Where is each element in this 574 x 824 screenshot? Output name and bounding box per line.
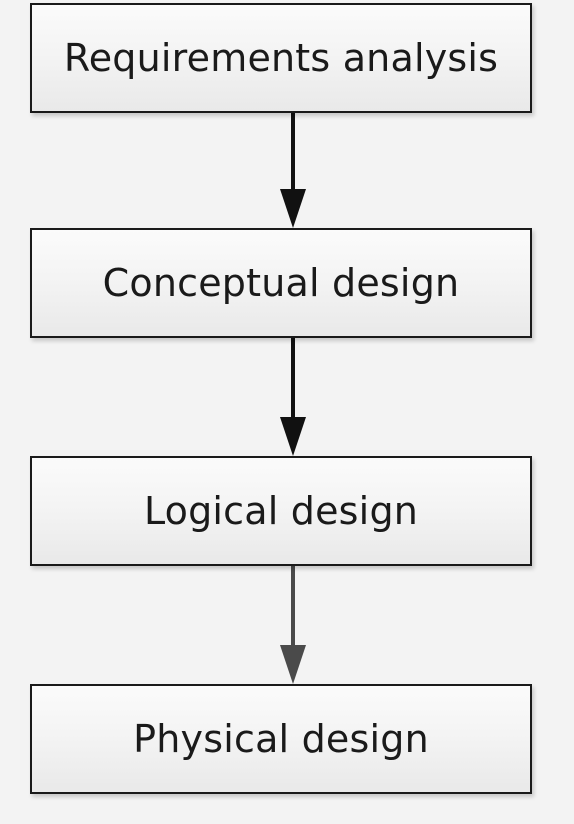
arrow-logical-to-physical bbox=[280, 566, 306, 684]
step-label: Conceptual design bbox=[102, 261, 460, 305]
arrow-conceptual-to-logical bbox=[280, 338, 306, 456]
step-requirements-analysis: Requirements analysis bbox=[30, 3, 532, 113]
step-logical-design: Logical design bbox=[30, 456, 532, 566]
arrow-requirements-to-conceptual bbox=[280, 113, 306, 228]
step-label: Requirements analysis bbox=[63, 36, 499, 80]
step-physical-design: Physical design bbox=[30, 684, 532, 794]
step-conceptual-design: Conceptual design bbox=[30, 228, 532, 338]
step-label: Physical design bbox=[133, 717, 429, 761]
step-label: Logical design bbox=[143, 489, 419, 533]
